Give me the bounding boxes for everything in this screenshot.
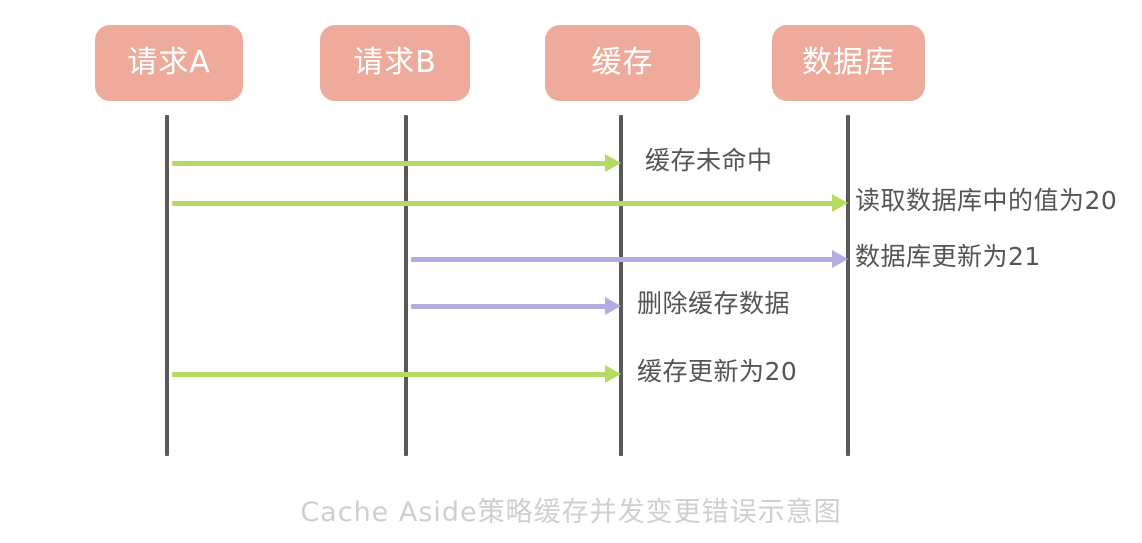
message-line-msg-delete-cache [411,304,609,309]
message-label-msg-cache-miss: 缓存未命中 [645,146,773,175]
message-label-msg-read-db: 读取数据库中的值为20 [855,186,1118,215]
message-line-msg-cache-update [172,372,609,377]
participant-label-database: 数据库 [802,45,895,80]
message-line-msg-cache-miss [172,161,609,166]
message-arrowhead-msg-delete-cache [605,297,621,315]
participant-label-request-b: 请求B [353,45,437,80]
message-arrowhead-msg-db-update [832,250,848,268]
message-arrowhead-msg-cache-update [605,365,621,383]
lifeline-database [846,115,850,456]
lifeline-request-a [165,115,169,456]
message-label-msg-db-update: 数据库更新为21 [855,242,1041,271]
participant-label-request-a: 请求A [127,45,211,80]
participant-box-database[interactable]: 数据库 [772,25,925,101]
message-label-msg-delete-cache: 删除缓存数据 [637,289,791,318]
message-line-msg-db-update [411,257,836,262]
lifeline-cache [619,115,623,456]
participant-box-request-a[interactable]: 请求A [95,25,243,101]
message-label-msg-cache-update: 缓存更新为20 [637,357,798,386]
message-line-msg-read-db [172,201,836,206]
message-arrowhead-msg-cache-miss [605,154,621,172]
participant-label-cache: 缓存 [591,45,654,80]
lifeline-request-b [404,115,408,456]
participant-box-request-b[interactable]: 请求B [320,25,470,101]
message-arrowhead-msg-read-db [832,194,848,212]
diagram-caption: Cache Aside策略缓存并发变更错误示意图 [300,497,842,528]
participant-box-cache[interactable]: 缓存 [545,25,700,101]
